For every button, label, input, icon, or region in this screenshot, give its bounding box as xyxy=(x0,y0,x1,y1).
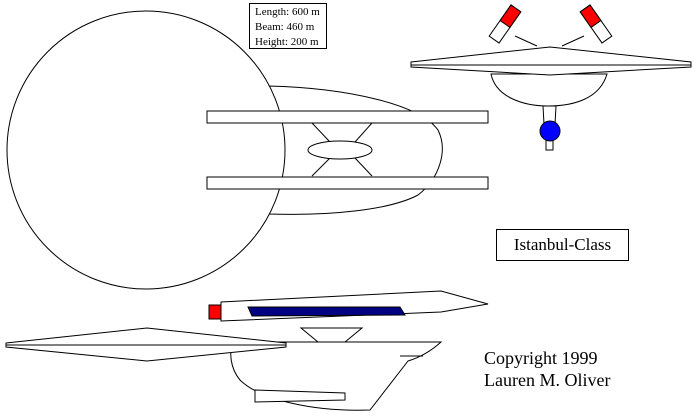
engineering-hull-front xyxy=(490,73,608,107)
nacelle-top-upper xyxy=(206,110,489,124)
top-view xyxy=(6,10,489,290)
ship-class-label: Istanbul-Class xyxy=(496,229,629,261)
front-view xyxy=(410,4,692,151)
ship-specifications-box: Length: 600 m Beam: 460 m Height: 200 m xyxy=(249,3,327,49)
beam-spec: Beam: 460 m xyxy=(255,21,315,33)
pylon-strut xyxy=(354,122,373,143)
bussard-collector-left xyxy=(499,4,522,29)
height-spec: Height: 200 m xyxy=(255,36,319,48)
bussard-collector-side xyxy=(208,304,222,320)
warp-field-grille xyxy=(247,306,406,317)
pylon-strut xyxy=(354,157,373,177)
pylon-strut xyxy=(311,157,331,177)
saucer-section-top xyxy=(6,10,286,290)
pylon-strut xyxy=(311,122,331,143)
copyright-author: Lauren M. Oliver xyxy=(484,370,611,390)
neck-pylon-side xyxy=(299,327,364,343)
length-spec: Length: 600 m xyxy=(255,6,320,18)
saucer-section-front xyxy=(410,46,692,76)
bussard-collector-right xyxy=(579,4,602,29)
copyright-year: Copyright 1999 xyxy=(484,348,598,368)
nacelle-pylon xyxy=(514,35,538,47)
deflector-stem xyxy=(545,139,554,151)
shuttlebay-stern xyxy=(254,389,346,403)
nacelle-pylon xyxy=(561,35,585,47)
side-view xyxy=(5,290,489,411)
copyright-notice: Copyright 1999 Lauren M. Oliver xyxy=(484,347,684,391)
nacelle-side xyxy=(220,290,489,322)
impulse-deck-ellipse xyxy=(307,140,373,160)
nacelle-top-lower xyxy=(206,176,489,190)
navigational-deflector xyxy=(539,120,561,142)
